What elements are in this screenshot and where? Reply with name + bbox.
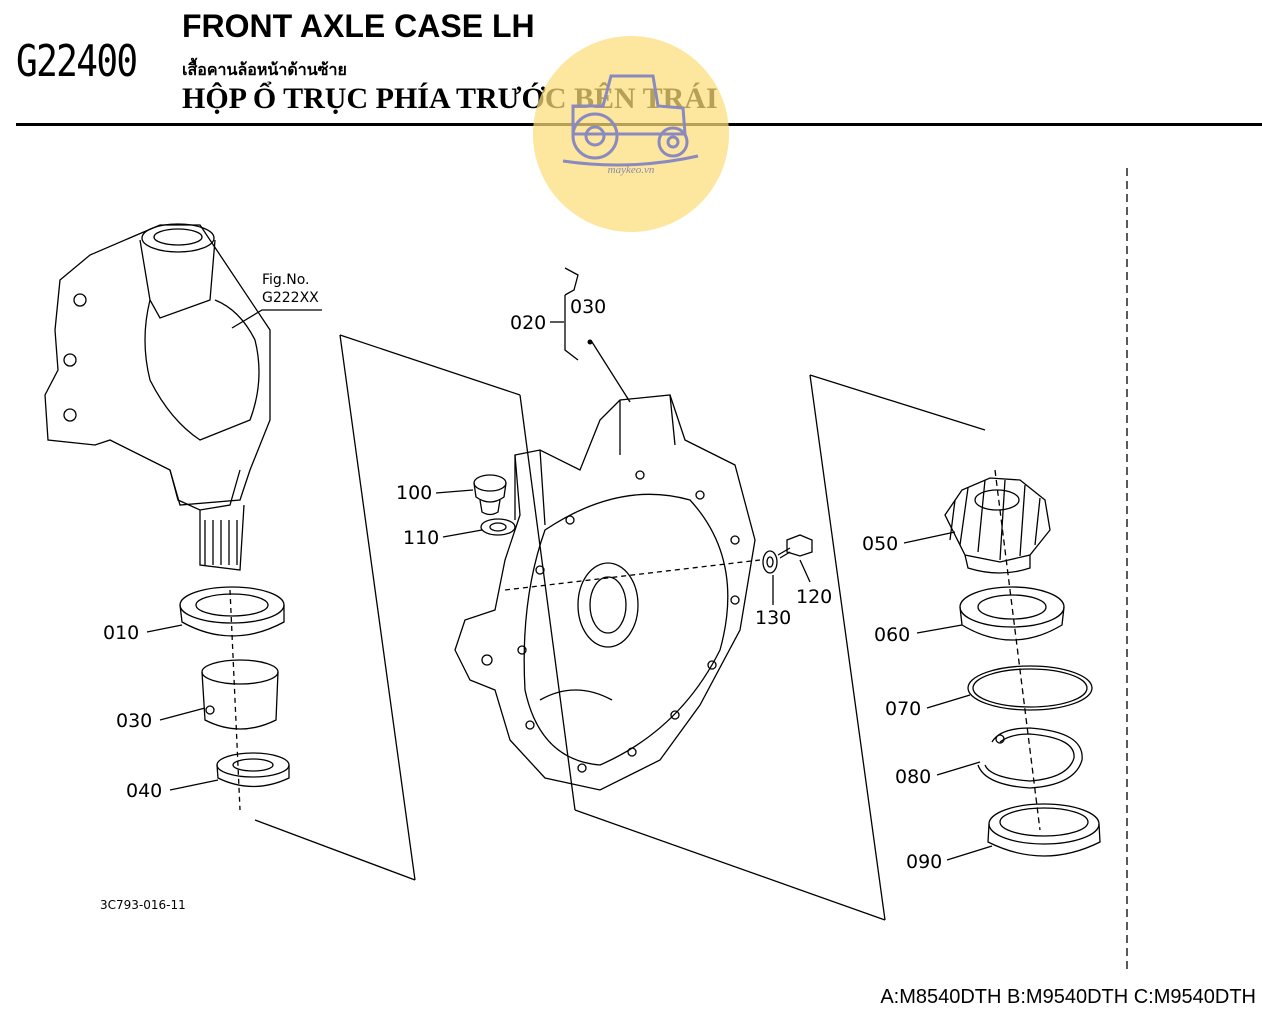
axle-housing-drawing bbox=[44, 223, 271, 571]
part-040-drawing bbox=[216, 752, 290, 788]
part-label-070[interactable]: 070 bbox=[885, 698, 922, 720]
part-label-120[interactable]: 120 bbox=[796, 586, 833, 608]
part-label-110[interactable]: 110 bbox=[403, 527, 440, 549]
part-label-030[interactable]: 030 bbox=[116, 710, 153, 732]
page-code: G22400 bbox=[16, 36, 138, 87]
part-label-010[interactable]: 010 bbox=[103, 622, 140, 644]
part-070-drawing bbox=[967, 665, 1093, 711]
part-080-drawing bbox=[977, 727, 1083, 789]
part-030-bushing-drawing bbox=[201, 659, 279, 730]
figure-ref-line2: G222XX bbox=[262, 290, 319, 306]
model-applicability: A:M8540DTH B:M9540DTH C:M9540DTH bbox=[880, 986, 1256, 1008]
drawing-id: 3C793-016-11 bbox=[100, 898, 186, 912]
part-label-040[interactable]: 040 bbox=[126, 780, 163, 802]
part-label-050[interactable]: 050 bbox=[862, 533, 899, 555]
part-020-case-drawing bbox=[454, 394, 756, 791]
part-label-030-group[interactable]: 030 bbox=[570, 296, 607, 318]
part-label-080[interactable]: 080 bbox=[895, 766, 932, 788]
part-label-090[interactable]: 090 bbox=[906, 851, 943, 873]
tractor-icon bbox=[562, 74, 699, 167]
watermark-logo: maykeo.vn bbox=[533, 36, 729, 232]
part-120-drawing bbox=[777, 534, 813, 559]
part-090-drawing bbox=[987, 803, 1101, 857]
part-label-060[interactable]: 060 bbox=[874, 624, 911, 646]
title-thai: เสื้อคานล้อหน้าด้านซ้าย bbox=[182, 60, 347, 79]
part-100-drawing bbox=[473, 474, 507, 516]
part-060-drawing bbox=[959, 586, 1065, 641]
part-label-020[interactable]: 020 bbox=[510, 312, 547, 334]
part-label-130[interactable]: 130 bbox=[755, 607, 792, 629]
figure-ref-line1: Fig.No. bbox=[262, 272, 310, 288]
figure-reference[interactable]: Fig.No. G222XX bbox=[262, 271, 319, 307]
part-label-100[interactable]: 100 bbox=[396, 482, 433, 504]
watermark-text: maykeo.vn bbox=[607, 164, 655, 176]
title-english: FRONT AXLE CASE LH bbox=[182, 8, 535, 44]
leader-lines bbox=[146, 309, 993, 861]
part-110-drawing bbox=[480, 518, 516, 536]
part-130-drawing bbox=[762, 550, 778, 574]
